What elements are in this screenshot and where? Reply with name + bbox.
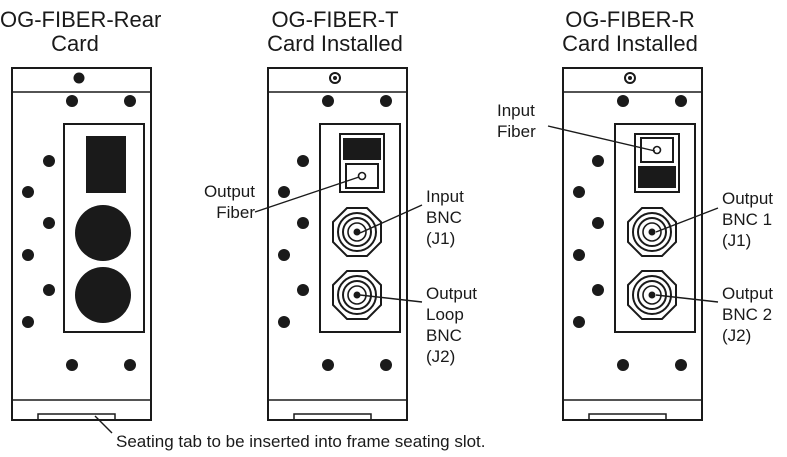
r-output-bnc1-label: Output BNC 1 (J1) bbox=[722, 189, 774, 250]
t-fiber-connector-icon bbox=[339, 133, 385, 193]
r-top-screw-icon bbox=[624, 72, 636, 84]
leader-lines bbox=[94, 125, 719, 434]
title-rear-card: OG-FIBER-Rear Card bbox=[0, 7, 162, 56]
t-card-screws bbox=[278, 95, 392, 371]
t-output-loop-label: Output Loop BNC (J2) bbox=[426, 284, 478, 366]
title-t-card: OG-FIBER-T Card Installed bbox=[255, 8, 415, 56]
t-output-fiber-label: Output Fiber bbox=[203, 182, 255, 222]
rear-bnc-hole-1 bbox=[75, 205, 131, 261]
r-fiber-connector-icon bbox=[634, 133, 680, 193]
t-output-loop-bnc-icon bbox=[332, 270, 382, 320]
r-output-bnc2-label: Output BNC 2 (J2) bbox=[722, 284, 774, 345]
title-t-line2: Card Installed bbox=[267, 31, 403, 56]
r-card bbox=[562, 67, 703, 421]
r-output-bnc1-icon bbox=[627, 207, 677, 257]
rear-fiber-cutout bbox=[86, 136, 126, 193]
title-r-line1: OG-FIBER-R bbox=[565, 7, 695, 32]
t-top-screw-icon bbox=[329, 72, 341, 84]
title-r-card: OG-FIBER-R Card Installed bbox=[550, 8, 710, 56]
r-input-fiber-label: Input Fiber bbox=[497, 101, 536, 141]
r-output-bnc2-icon bbox=[627, 270, 677, 320]
title-t-line1: OG-FIBER-T bbox=[271, 7, 399, 32]
rear-card bbox=[11, 67, 152, 421]
t-card bbox=[267, 67, 408, 421]
rear-bnc-hole-2 bbox=[75, 267, 131, 323]
title-r-line2: Card Installed bbox=[562, 31, 698, 56]
seating-tab-caption: Seating tab to be inserted into frame se… bbox=[116, 432, 486, 451]
title-rear-line2: Card bbox=[51, 31, 99, 56]
t-input-bnc-label: Input BNC (J1) bbox=[426, 187, 464, 248]
t-input-bnc-icon bbox=[332, 207, 382, 257]
r-card-screws bbox=[573, 95, 687, 371]
title-rear-line1: OG-FIBER-Rear bbox=[0, 7, 162, 32]
rear-card-screws bbox=[22, 72, 136, 371]
